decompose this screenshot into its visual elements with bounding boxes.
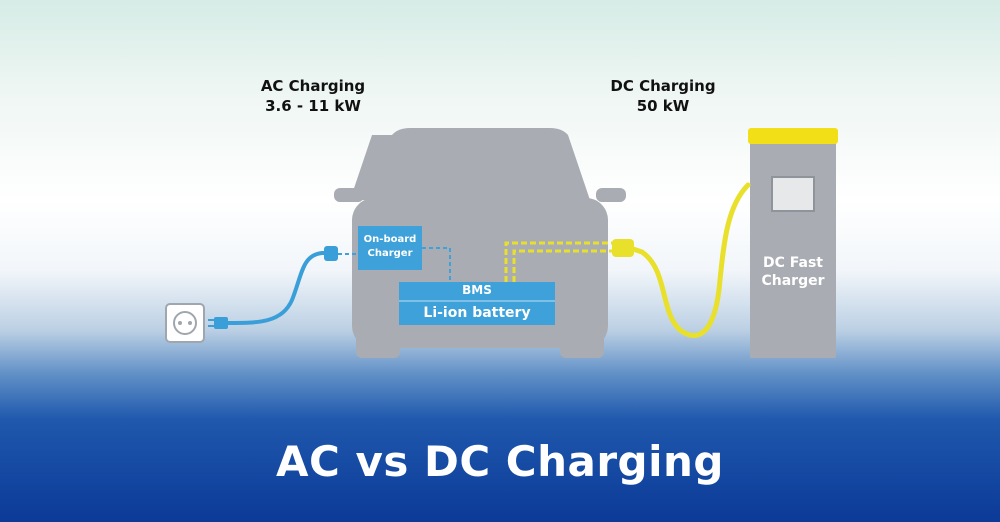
dc-fast-charger-line2: Charger (761, 273, 825, 289)
battery-label: Li-ion battery (423, 305, 531, 321)
battery-pack-box (399, 282, 555, 325)
ac-charging-cable (226, 251, 332, 325)
page-title: AC vs DC Charging (276, 437, 724, 486)
dc-internal-wiring (504, 241, 616, 282)
ac-charging-label: AC Charging 3.6 - 11 kW (248, 76, 378, 116)
ac-plug-icon (208, 317, 228, 329)
onboard-charger-line2: Charger (367, 248, 413, 259)
dc-charging-label: DC Charging 50 kW (598, 76, 728, 116)
dc-charging-power: 50 kW (636, 97, 690, 115)
dc-fast-charger-line1: DC Fast (763, 255, 823, 271)
dc-charger-body (750, 140, 836, 358)
ac-charging-power: 3.6 - 11 kW (265, 97, 361, 115)
ac-inlet-connector (324, 246, 338, 261)
onboard-charger-line1: On-board (363, 234, 417, 245)
dc-charging-cable (627, 182, 751, 338)
internal-wiring (338, 247, 451, 282)
dc-charging-title: DC Charging (610, 77, 716, 95)
onboard-charger-box (358, 226, 422, 270)
wall-socket-icon (165, 303, 205, 343)
dc-charger-screen (771, 176, 815, 212)
dc-charger-cap (748, 128, 838, 144)
dc-inlet-connector (612, 239, 634, 257)
ac-charging-title: AC Charging (260, 77, 366, 95)
bms-label: BMS (462, 283, 492, 297)
onboard-charger-label: On-board Charger (358, 233, 422, 261)
dc-fast-charger-label: DC Fast Charger (750, 254, 836, 290)
